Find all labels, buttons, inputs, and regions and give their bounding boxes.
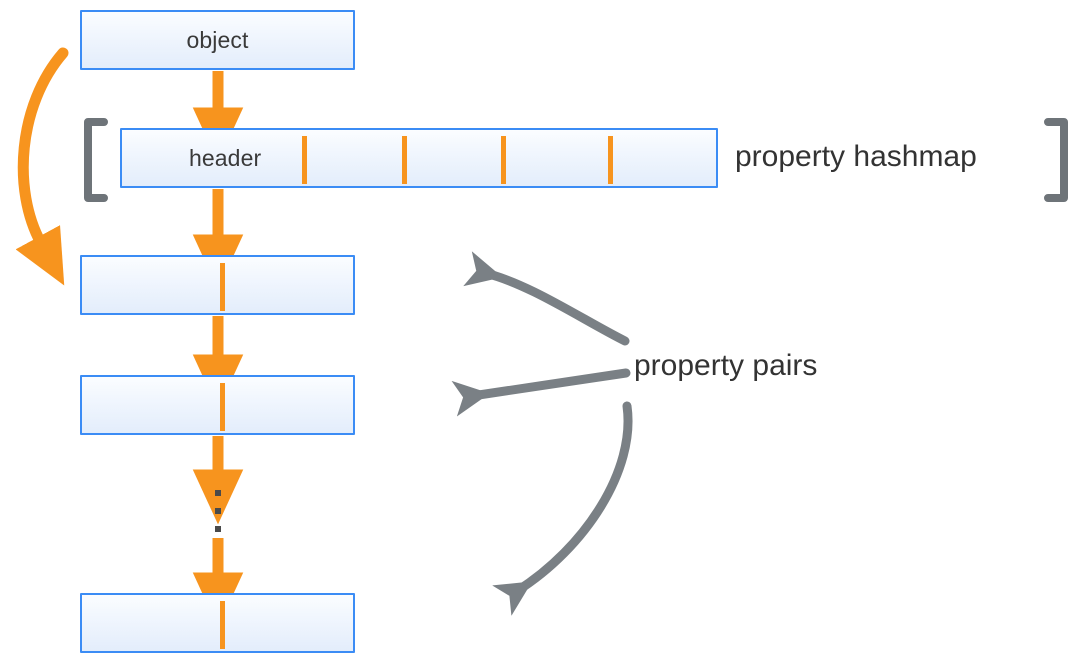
property-pairs-caption: property pairs bbox=[634, 349, 818, 382]
pair-divider-3 bbox=[220, 601, 225, 649]
hashmap-slot-tick-2 bbox=[402, 136, 407, 184]
property-pair-box-3[interactable] bbox=[80, 593, 355, 653]
object-box[interactable]: object bbox=[80, 10, 355, 70]
pair-divider-2 bbox=[220, 383, 225, 431]
arrow-pairs-to-pair-1 bbox=[463, 251, 630, 346]
arrow-pairs-to-pair-2 bbox=[451, 368, 631, 417]
arrow-pairs-to-pair-3 bbox=[492, 401, 633, 616]
header-box-label: header bbox=[189, 144, 262, 171]
property-pair-box-1[interactable] bbox=[80, 255, 355, 315]
hashmap-slot-tick-4 bbox=[608, 136, 613, 184]
bracket-left bbox=[84, 118, 108, 202]
arrow-object-curve-to-pairs bbox=[15, 47, 69, 286]
property-pair-box-2[interactable] bbox=[80, 375, 355, 435]
object-box-label: object bbox=[186, 26, 249, 53]
property-hashmap-caption: property hashmap bbox=[735, 140, 977, 173]
bracket-right bbox=[1044, 118, 1068, 202]
property-pairs-arrows bbox=[451, 251, 633, 616]
hashmap-slot-tick-1 bbox=[302, 136, 307, 184]
ellipsis-dots bbox=[215, 490, 221, 532]
header-hashmap-row[interactable]: header bbox=[120, 128, 718, 188]
hashmap-slot-tick-3 bbox=[501, 136, 506, 184]
pair-divider-1 bbox=[220, 263, 225, 311]
